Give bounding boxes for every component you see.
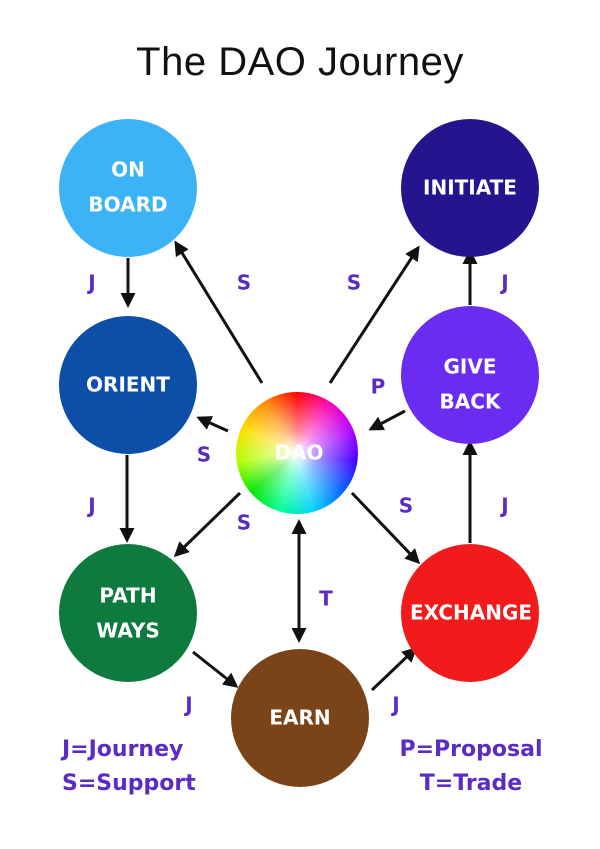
- edge-label-j-giveback-initiate: J: [499, 271, 508, 295]
- legend-support: S=Support: [62, 771, 196, 796]
- node-pathways: PATH WAYS: [59, 544, 197, 682]
- edge-label-s-dao-initiate: S: [347, 271, 361, 295]
- edge-label-t-dao-earn: T: [319, 587, 333, 611]
- edge-label-j-earn-exchange: J: [390, 693, 399, 717]
- node-initiate-circle: [401, 119, 539, 257]
- edge-label-s-dao-orient: S: [197, 443, 211, 467]
- node-initiate: INITIATE: [401, 119, 539, 257]
- node-orient-label: ORIENT: [86, 373, 170, 397]
- legend-left: J=Journey S=Support: [62, 733, 196, 801]
- node-dao-center-glow: [236, 392, 358, 514]
- node-giveback-label-line1: GIVE: [444, 355, 497, 379]
- node-onboard-label-line1: ON: [111, 158, 145, 182]
- legend-trade: T=Trade: [419, 771, 523, 796]
- legend-proposal: P=Proposal: [399, 737, 543, 762]
- edge-label-j-pathways-earn: J: [183, 693, 192, 717]
- arrow-giveback-to-dao: [368, 409, 406, 431]
- arrow-earn-to-exchange: [370, 646, 418, 692]
- arrow-dao-to-initiate: [328, 245, 420, 384]
- node-onboard: ON BOARD: [59, 119, 197, 257]
- edge-label-s-dao-pathways: S: [237, 511, 251, 535]
- edge-label-s-dao-onboard: S: [237, 271, 251, 295]
- node-earn-label: EARN: [269, 706, 330, 730]
- node-pathways-label-line1: PATH: [99, 584, 156, 608]
- node-exchange-circle: [401, 544, 539, 682]
- node-initiate-label: INITIATE: [423, 176, 517, 200]
- node-giveback-circle: [401, 306, 539, 444]
- edge-label-j-orient-pathways: J: [86, 494, 95, 518]
- node-pathways-label-line2: WAYS: [96, 619, 160, 643]
- diagram-title: The DAO Journey: [136, 40, 464, 84]
- node-earn-circle: [231, 649, 369, 787]
- node-onboard-circle: [59, 119, 197, 257]
- node-earn: EARN: [231, 649, 369, 787]
- node-dao: DAO: [236, 392, 358, 514]
- edge-label-p-giveback-dao: P: [371, 375, 386, 399]
- arrow-pathways-to-earn: [192, 650, 239, 688]
- node-giveback: GIVE BACK: [401, 306, 539, 444]
- node-exchange: EXCHANGE: [401, 544, 539, 682]
- edge-label-j-onboard-orient: J: [86, 271, 95, 295]
- node-orient: ORIENT: [59, 316, 197, 454]
- node-giveback-label-line2: BACK: [440, 390, 502, 414]
- node-pathways-circle: [59, 544, 197, 682]
- node-orient-circle: [59, 316, 197, 454]
- arrow-dao-to-onboard: [174, 240, 264, 384]
- legend-journey: J=Journey: [62, 737, 184, 762]
- node-dao-label: DAO: [274, 441, 323, 465]
- arrow-dao-to-exchange: [350, 491, 421, 565]
- legend-right: P=Proposal T=Trade: [396, 733, 546, 801]
- node-onboard-label-line2: BOARD: [88, 193, 167, 217]
- node-exchange-label: EXCHANGE: [410, 601, 532, 625]
- edge-label-j-exchange-giveback: J: [499, 494, 508, 518]
- arrow-dao-to-orient: [196, 416, 229, 433]
- edge-label-s-dao-exchange: S: [399, 494, 413, 518]
- arrow-dao-to-pathways: [173, 491, 242, 558]
